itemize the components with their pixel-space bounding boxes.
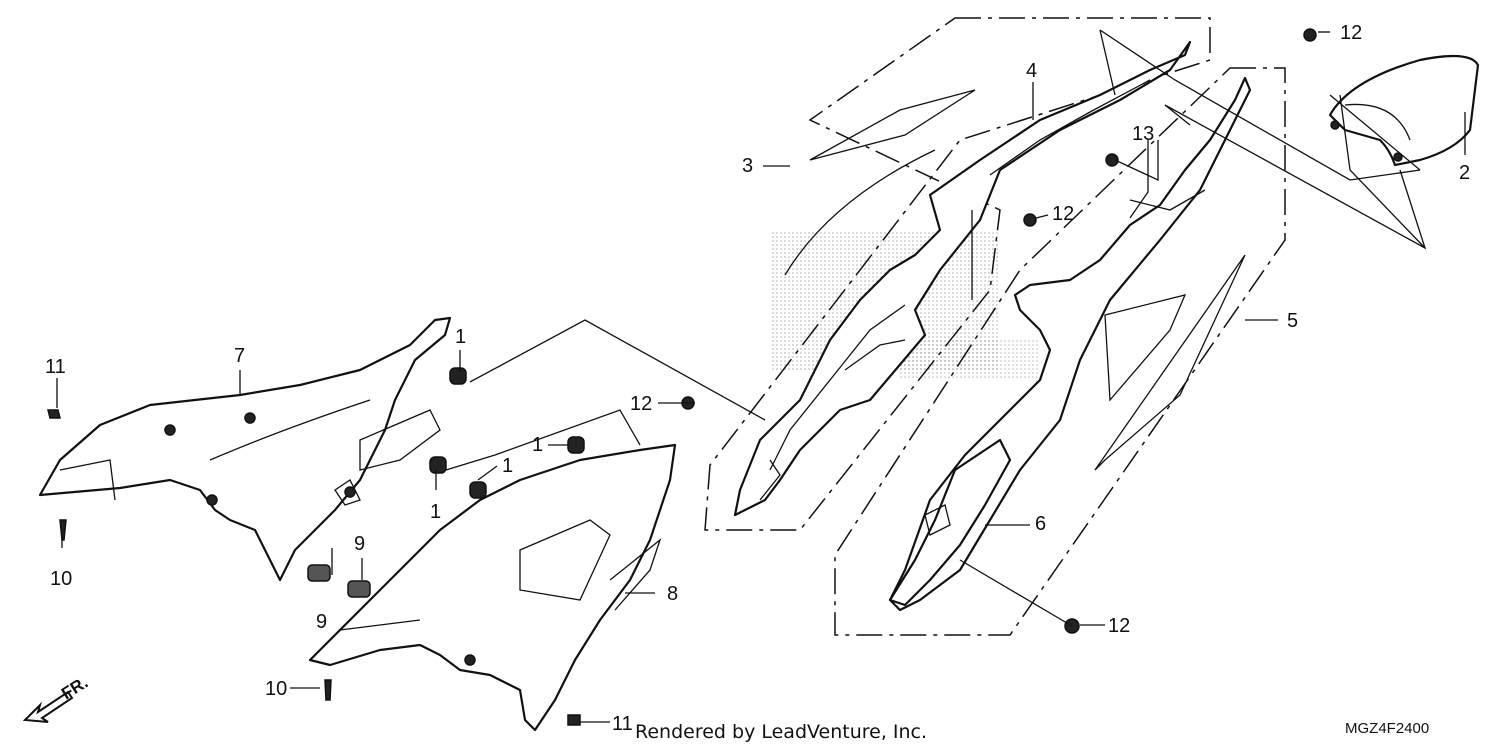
grommets-1 [429, 367, 585, 499]
callout-10: 10 [50, 568, 72, 590]
callout-13: 13 [1132, 123, 1154, 145]
rendered-by-credit: Rendered by LeadVenture, Inc. [635, 721, 927, 743]
group-outline-3 [704, 17, 1211, 531]
part-7-side-cover-left[interactable] [38, 316, 452, 582]
callout-8: 8 [667, 583, 678, 605]
collars-9 [307, 564, 371, 598]
part-3-stripes [784, 89, 976, 276]
callout-12: 12 [630, 393, 652, 415]
callout-12: 12 [1108, 615, 1130, 637]
diagram-code: MGZ4F2400 [1345, 720, 1429, 737]
callout-1: 1 [430, 501, 441, 523]
callout-11: 11 [45, 356, 66, 378]
callout-6: 6 [1035, 513, 1046, 535]
callout-4: 4 [1026, 60, 1037, 82]
front-direction-arrow: FR. [22, 673, 91, 723]
group-outline-5 [834, 67, 1286, 636]
callout-5: 5 [1287, 310, 1298, 332]
callout-1: 1 [502, 455, 513, 477]
callout-1: 1 [532, 434, 543, 456]
part-2-seat-cowl[interactable] [1328, 54, 1480, 167]
callout-labels: 1 1 1 1 2 3 4 5 6 7 8 9 9 10 10 11 11 12… [45, 22, 1470, 735]
callout-12: 12 [1052, 203, 1074, 225]
leader-lines [56, 29, 1466, 723]
callout-12: 12 [1340, 22, 1362, 44]
callout-10: 10 [265, 678, 287, 700]
callout-3: 3 [742, 155, 753, 177]
callout-11: 11 [612, 713, 633, 735]
part-8-lower-side-cover[interactable] [308, 443, 677, 732]
callout-1: 1 [455, 326, 466, 348]
callout-9: 9 [316, 611, 327, 633]
callout-7: 7 [234, 345, 245, 367]
part-6-side-cover[interactable] [888, 438, 1012, 607]
callout-9: 9 [354, 533, 365, 555]
part-3-rear-cowl-inner[interactable] [733, 40, 1192, 517]
callout-2: 2 [1459, 162, 1470, 184]
